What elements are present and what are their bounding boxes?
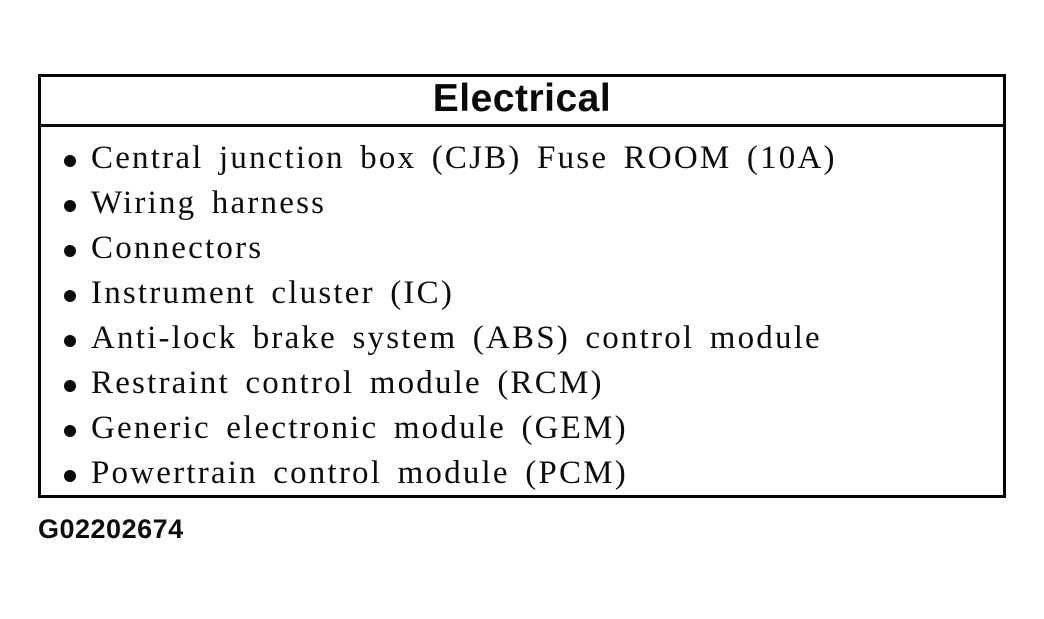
electrical-components-panel: Electrical Central junction box (CJB) Fu… <box>38 74 1006 498</box>
bullet-icon <box>64 199 76 212</box>
list-item: Generic electronic module (GEM) <box>64 410 983 455</box>
bullet-icon <box>64 154 76 167</box>
panel-title: Electrical <box>432 76 612 120</box>
list-item: Central junction box (CJB) Fuse ROOM (10… <box>64 140 983 185</box>
component-list: Central junction box (CJB) Fuse ROOM (10… <box>64 140 983 500</box>
bullet-icon <box>64 379 76 392</box>
list-item: Connectors <box>64 230 983 275</box>
list-item-label: Powertrain control module (PCM) <box>91 455 628 491</box>
list-item-label: Wiring harness <box>91 185 327 221</box>
list-item-label: Generic electronic module (GEM) <box>91 410 628 446</box>
list-item-label: Restraint control module (RCM) <box>91 365 604 401</box>
list-item-label: Anti-lock brake system (ABS) control mod… <box>91 320 822 356</box>
bullet-icon <box>64 424 76 437</box>
bullet-icon <box>64 289 76 302</box>
list-item-label: Instrument cluster (IC) <box>91 275 455 311</box>
panel-header: Electrical <box>41 77 1003 127</box>
bullet-icon <box>64 469 76 482</box>
list-item: Powertrain control module (PCM) <box>64 455 983 500</box>
bullet-icon <box>64 244 76 257</box>
list-item: Anti-lock brake system (ABS) control mod… <box>64 320 983 365</box>
list-item: Restraint control module (RCM) <box>64 365 983 410</box>
list-item-label: Connectors <box>91 230 264 266</box>
bullet-icon <box>64 334 76 347</box>
list-item: Instrument cluster (IC) <box>64 275 983 320</box>
list-item: Wiring harness <box>64 185 983 230</box>
panel-body: Central junction box (CJB) Fuse ROOM (10… <box>41 127 1003 500</box>
list-item-label: Central junction box (CJB) Fuse ROOM (10… <box>91 140 837 176</box>
figure-id: G02202674 <box>38 514 184 544</box>
